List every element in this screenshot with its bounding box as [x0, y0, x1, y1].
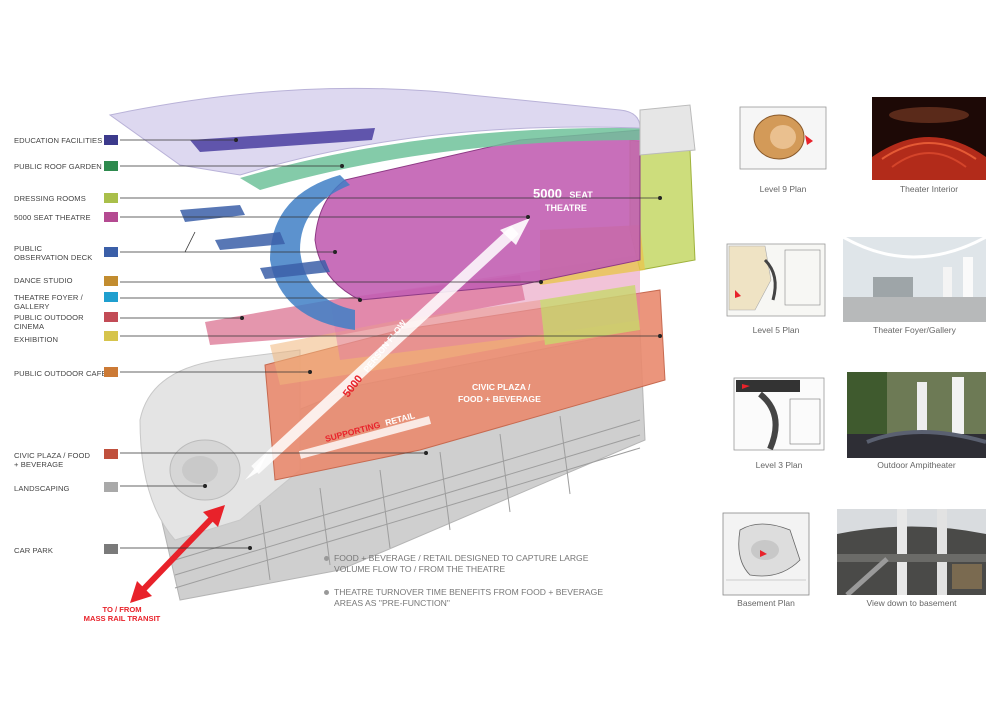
basement-view-photo — [837, 509, 986, 595]
legend-swatch — [104, 292, 118, 302]
education-facilities-slab — [190, 128, 375, 152]
public-roof-garden — [240, 127, 640, 190]
legend-swatch — [104, 312, 118, 322]
legend-label: PUBLIC OUTDOOR CINEMA — [14, 313, 84, 331]
legend-label: EDUCATION FACILITIES — [14, 136, 103, 145]
svg-text:5000 SEAT: 5000 SEAT — [533, 185, 593, 202]
note-text: THEATRE TURNOVER TIME BENEFITS FROM FOOD… — [334, 587, 604, 608]
theatre-label-line2: THEATRE — [545, 203, 587, 213]
transit-label: TO / FROM MASS RAIL TRANSIT — [62, 605, 182, 623]
public-observation-deck — [180, 205, 330, 279]
person-flow-arrow — [245, 218, 530, 480]
mass-rail-arrow — [130, 505, 225, 603]
civic-label-line2: FOOD + BEVERAGE — [458, 394, 541, 404]
exhibition-box — [540, 285, 640, 345]
plan-caption: Level 9 Plan — [759, 184, 807, 194]
legend-label: LANDSCAPING — [14, 484, 70, 493]
roof-canopy — [108, 87, 641, 176]
theatre-label-seat: SEAT — [569, 190, 593, 200]
legend-swatch — [104, 276, 118, 286]
legend-label: EXHIBITION — [14, 335, 59, 344]
transit-line-1: TO / FROM — [102, 605, 142, 614]
legend-label: PUBLIC OUTDOOR CAFE — [14, 369, 107, 378]
legend-swatch — [104, 367, 118, 377]
plan-caption: Level 3 Plan — [755, 460, 803, 470]
legend-label: DRESSING ROOMS — [14, 194, 86, 203]
plan-caption: Level 5 Plan — [752, 325, 800, 335]
theater-interior-photo — [872, 97, 986, 180]
photo-caption: Theater Interior — [899, 184, 959, 194]
theater-foyer-photo — [843, 237, 986, 322]
legend-swatch — [104, 193, 118, 203]
legend-swatch — [104, 331, 118, 341]
bullet-icon — [324, 556, 329, 561]
basement-plan-image — [720, 510, 812, 598]
note-text: FOOD + BEVERAGE / RETAIL DESIGNED TO CAP… — [334, 553, 589, 574]
legend-label: PUBLIC ROOF GARDEN — [14, 162, 102, 171]
legend-label: THEATRE FOYER / GALLERY — [14, 293, 83, 311]
legend-swatch — [104, 247, 118, 257]
level-3-plan-image — [730, 374, 828, 454]
legend-label: 5000 SEAT THEATRE — [14, 213, 91, 222]
service-core — [639, 104, 696, 156]
legend-label: DANCE STUDIO — [14, 276, 73, 285]
bullet-icon — [324, 590, 329, 595]
legend-label: PUBLIC OBSERVATION DECK — [14, 244, 93, 262]
outdoor-amphitheater-photo — [847, 372, 986, 458]
transit-line-2: MASS RAIL TRANSIT — [83, 614, 161, 623]
amphitheater-stage — [182, 456, 218, 484]
level-5-plan-image — [725, 240, 827, 320]
legend-swatch — [104, 135, 118, 145]
plan-caption: Basement Plan — [737, 598, 795, 608]
car-park-grid — [174, 415, 641, 589]
legend-label: CAR PARK — [14, 546, 54, 555]
public-outdoor-cafe-band — [270, 300, 545, 385]
photo-caption: View down to basement — [866, 598, 957, 608]
photo-caption: Outdoor Ampitheater — [877, 460, 956, 470]
legend-label: CIVIC PLAZA / FOOD + BEVERAGE — [14, 451, 91, 469]
theatre-label-number: 5000 — [533, 186, 562, 201]
legend-swatch — [104, 449, 118, 459]
legend-swatch — [104, 212, 118, 222]
leader-lines — [120, 139, 660, 549]
photo-caption: Theater Foyer/Gallery — [873, 325, 956, 335]
note-item: THEATRE TURNOVER TIME BENEFITS FROM FOOD… — [324, 587, 604, 609]
legend-swatch — [104, 161, 118, 171]
level-9-plan-image — [737, 97, 829, 180]
theatre-foyer-gallery — [270, 175, 355, 330]
legend-swatch — [104, 482, 118, 492]
civic-label-line1: CIVIC PLAZA / — [472, 382, 531, 392]
supporting-retail-arrow — [298, 416, 432, 459]
note-item: FOOD + BEVERAGE / RETAIL DESIGNED TO CAP… — [324, 553, 604, 575]
legend-swatch — [104, 544, 118, 554]
theatre-volume — [314, 129, 641, 301]
